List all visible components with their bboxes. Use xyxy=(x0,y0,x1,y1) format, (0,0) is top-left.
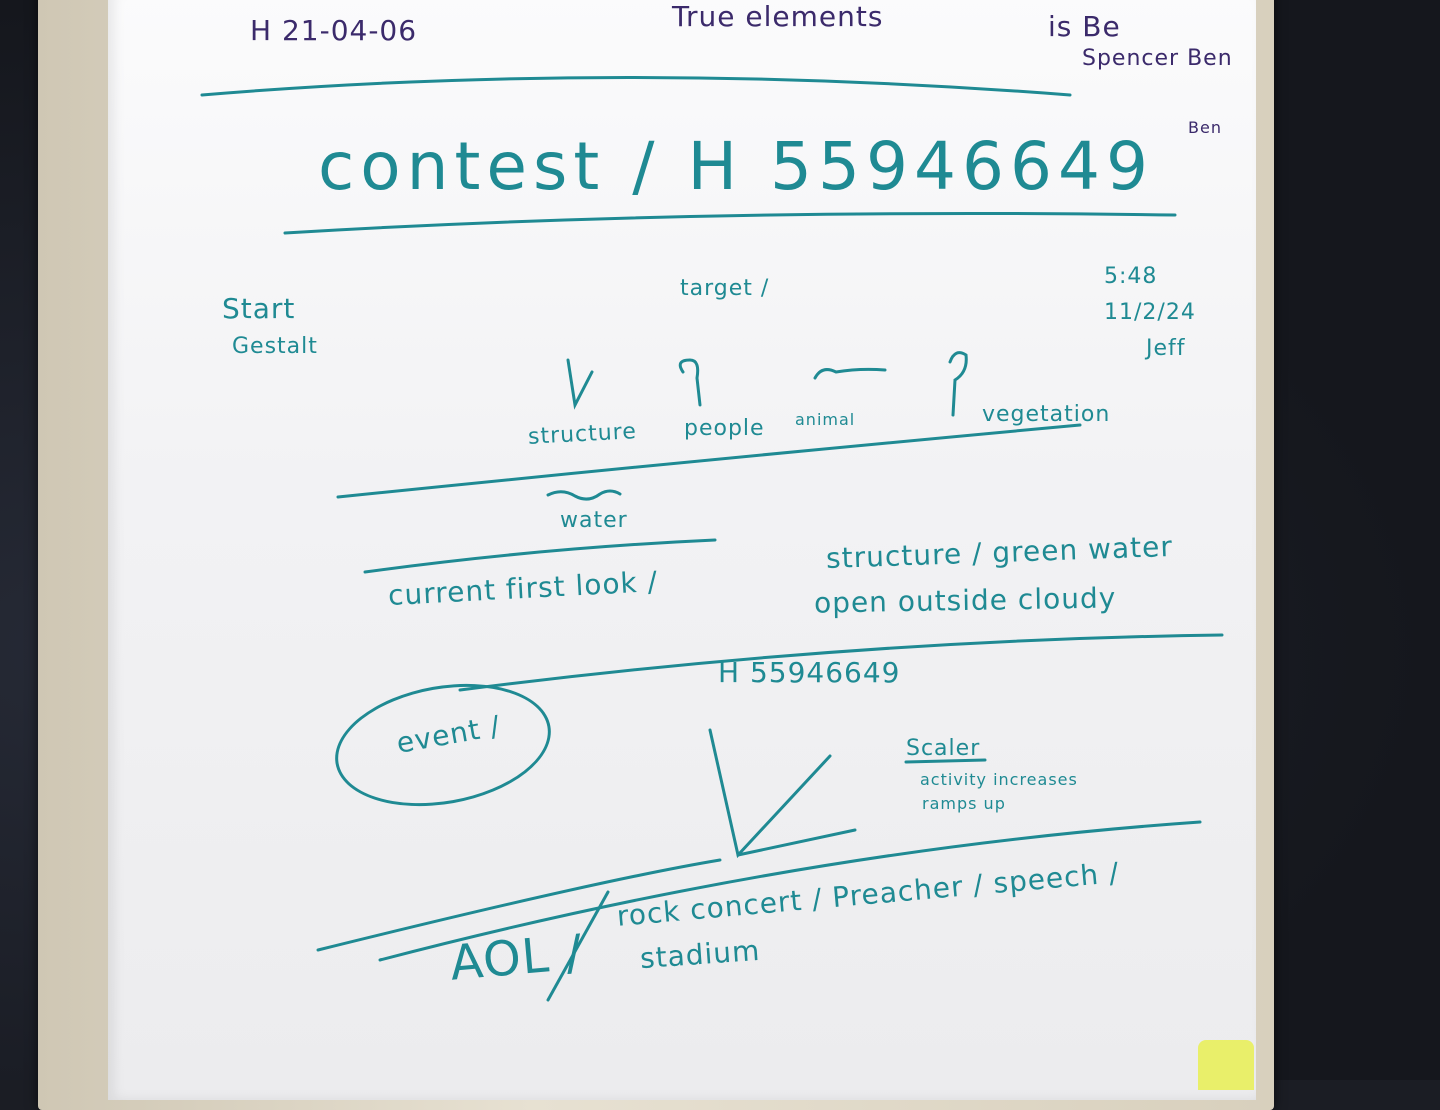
current-section-line xyxy=(458,633,1224,692)
scaler-note-1: activity increases xyxy=(920,770,1078,789)
top-right-note-1: is Be xyxy=(1048,10,1121,43)
ideogram-section-line xyxy=(336,423,1082,499)
aol-section-line xyxy=(316,858,722,952)
water-underline xyxy=(363,538,717,574)
start-label: Start xyxy=(222,292,296,325)
ideogram-label-people: people xyxy=(684,416,765,441)
aol-label: AOL / xyxy=(447,924,586,992)
water-wave xyxy=(546,489,622,501)
scaler-note-2: ramps up xyxy=(922,794,1006,813)
page-title: contest / H 55946649 xyxy=(318,128,1154,205)
marker-lines xyxy=(200,76,1224,1002)
session-viewer: Jeff xyxy=(1146,336,1186,361)
event-section-line xyxy=(378,820,1202,962)
top-rule-line xyxy=(200,76,1072,97)
vegetation-ideogram xyxy=(948,351,968,417)
title-underline xyxy=(283,211,1177,235)
people-ideogram xyxy=(678,358,702,407)
session-time: 5:48 xyxy=(1104,264,1158,289)
scaler-label: Scaler xyxy=(906,736,981,761)
ideogram-label-animal: animal xyxy=(795,410,856,429)
water-label: water xyxy=(560,508,628,533)
scaler-graph xyxy=(708,728,832,859)
scaler-axis xyxy=(736,828,857,857)
top-right-note-2: Spencer Ben xyxy=(1082,46,1233,71)
event-code: H 55946649 xyxy=(718,656,901,689)
animal-ideogram xyxy=(813,367,887,380)
scaler-underline xyxy=(904,758,987,764)
yellow-marker xyxy=(1198,1040,1254,1090)
session-date: 11/2/24 xyxy=(1104,300,1196,325)
aol-slash xyxy=(546,890,610,1002)
current-desc-line2: open outside cloudy xyxy=(813,581,1117,620)
top-center-note: True elements xyxy=(672,0,884,33)
structure-ideogram xyxy=(566,358,594,410)
top-right-note-3: Ben xyxy=(1188,118,1222,137)
whiteboard xyxy=(108,0,1256,1100)
top-left-code: H 21-04-06 xyxy=(250,14,418,47)
target-label: target / xyxy=(680,276,770,301)
ideogram-label-vegetation: vegetation xyxy=(982,402,1111,427)
gestalt-label: Gestalt xyxy=(232,334,318,359)
